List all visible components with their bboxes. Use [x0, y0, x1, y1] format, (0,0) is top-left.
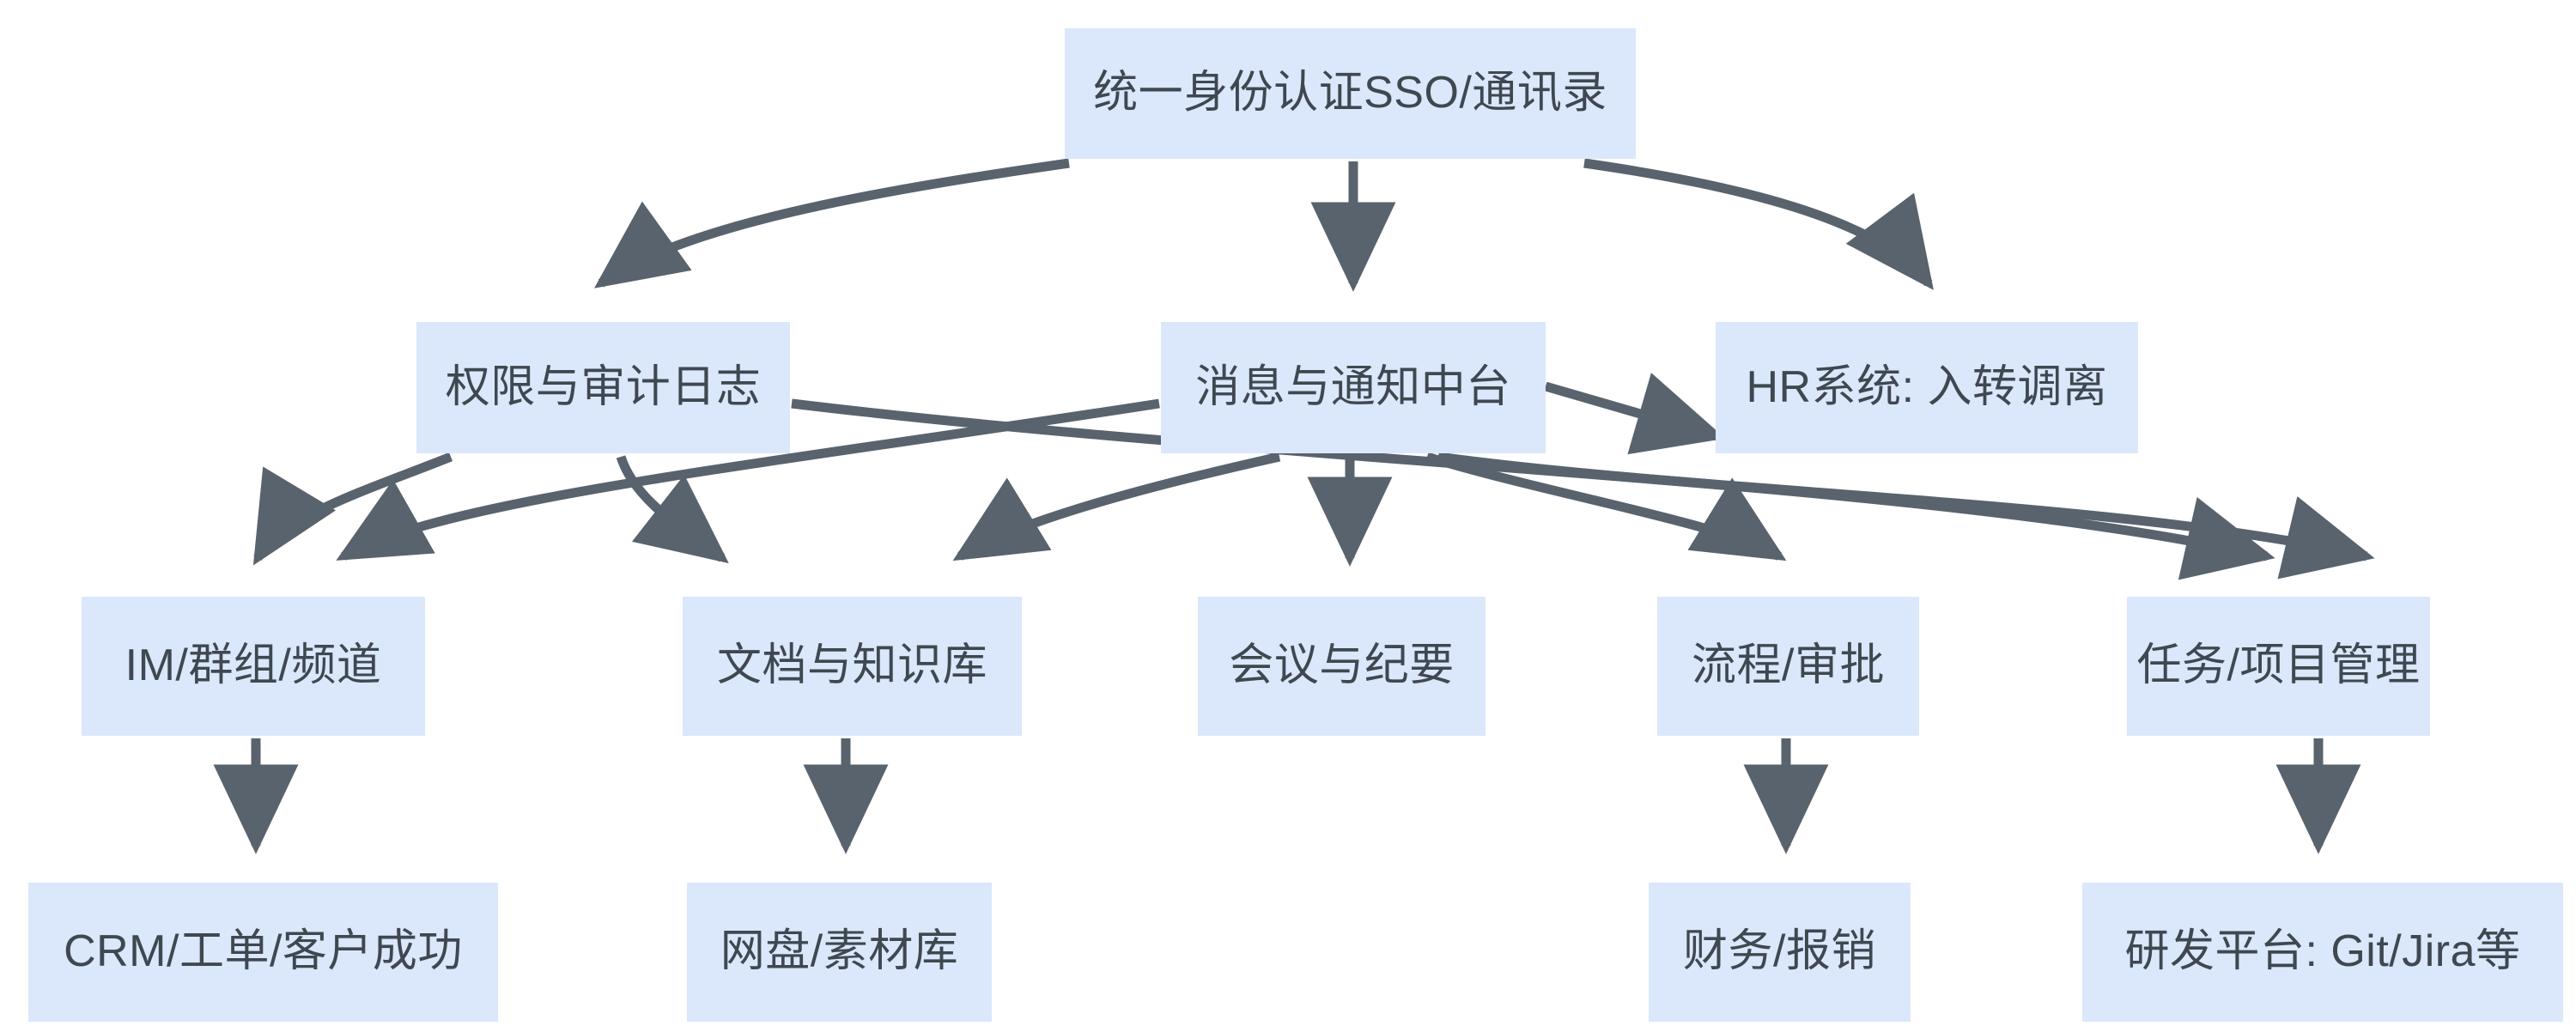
node-meeting[interactable]: 会议与纪要: [1198, 597, 1485, 736]
node-msg[interactable]: 消息与通知中台: [1161, 322, 1546, 453]
node-sso-label: 统一身份认证SSO/通讯录: [1093, 68, 1607, 118]
node-meeting-label: 会议与纪要: [1229, 640, 1455, 691]
node-netdisk[interactable]: 网盘/素材库: [687, 883, 992, 1022]
node-crm-label: CRM/工单/客户成功: [64, 926, 463, 977]
node-flow[interactable]: 流程/审批: [1657, 597, 1919, 736]
node-task-label: 任务/项目管理: [2136, 640, 2421, 691]
node-auth[interactable]: 权限与审计日志: [416, 322, 790, 453]
node-auth-label: 权限与审计日志: [445, 361, 762, 412]
node-msg-label: 消息与通知中台: [1195, 361, 1511, 412]
node-devops-label: 研发平台: Git/Jira等: [2124, 926, 2521, 977]
node-doc[interactable]: 文档与知识库: [683, 597, 1022, 736]
node-devops[interactable]: 研发平台: Git/Jira等: [2082, 883, 2563, 1022]
node-doc-label: 文档与知识库: [716, 640, 987, 691]
node-flow-label: 流程/审批: [1692, 640, 1885, 691]
node-im[interactable]: IM/群组/频道: [82, 597, 425, 736]
node-finance[interactable]: 财务/报销: [1649, 883, 1911, 1022]
node-task[interactable]: 任务/项目管理: [2127, 597, 2430, 736]
node-crm[interactable]: CRM/工单/客户成功: [28, 883, 498, 1022]
node-netdisk-label: 网盘/素材库: [720, 926, 959, 977]
node-hr[interactable]: HR系统: 入转调离: [1716, 322, 2138, 453]
node-finance-label: 财务/报销: [1683, 926, 1876, 977]
node-sso[interactable]: 统一身份认证SSO/通讯录: [1065, 28, 1636, 159]
node-hr-label: HR系统: 入转调离: [1746, 361, 2108, 412]
node-im-label: IM/群组/频道: [125, 640, 382, 691]
